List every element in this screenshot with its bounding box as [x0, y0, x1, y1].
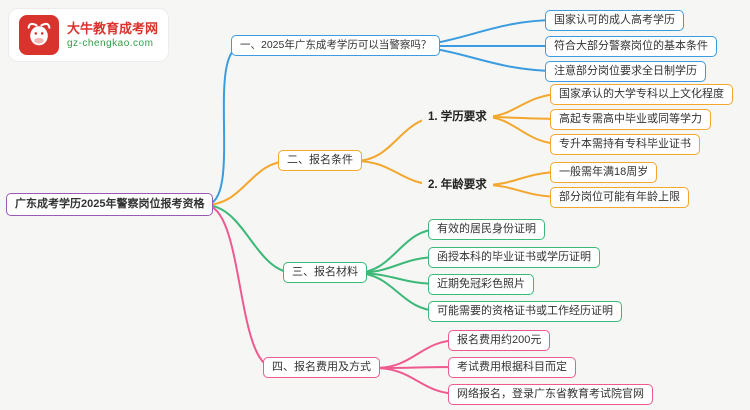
- branch2-sub1-leaf-3: 专升本需持有专科毕业证书: [550, 134, 700, 155]
- branch1-leaf-2: 符合大部分警察岗位的基本条件: [545, 36, 717, 57]
- branch2-sub2-leaf-2: 部分岗位可能有年龄上限: [550, 187, 689, 208]
- branch3-leaf-3: 近期免冠彩色照片: [428, 274, 534, 295]
- branch2-sub1-leaf-2: 高起专需高中毕业或同等学力: [550, 109, 711, 130]
- branch3-node: 三、报名材料: [283, 262, 367, 283]
- branch2-sub2-leaf-1: 一般需年满18周岁: [550, 162, 658, 183]
- branch4-leaf-2: 考试费用根据科目而定: [448, 357, 576, 378]
- branch4-leaf-3: 网络报名，登录广东省教育考试院官网: [448, 384, 653, 405]
- branch4-leaf-1: 报名费用约200元: [448, 330, 551, 351]
- branch2-node: 二、报名条件: [278, 150, 362, 171]
- site-logo: 大牛教育成考网 gz-chengkao.com: [8, 8, 170, 62]
- branch2-sub1-leaf-1: 国家承认的大学专科以上文化程度: [550, 84, 733, 105]
- branch3-leaf-4: 可能需要的资格证书或工作经历证明: [428, 301, 622, 322]
- root-node: 广东成考学历2025年警察岗位报考资格: [6, 193, 214, 216]
- logo-title: 大牛教育成考网: [67, 21, 159, 36]
- branch1-node: 一、2025年广东成考学历可以当警察吗？: [231, 35, 441, 56]
- logo-subtitle: gz-chengkao.com: [67, 38, 154, 49]
- branch1-leaf-3: 注意部分岗位要求全日制学历: [545, 61, 706, 82]
- branch4-node: 四、报名费用及方式: [263, 357, 380, 378]
- branch2-sub1-node: 1. 学历要求: [422, 106, 493, 126]
- logo-text: 大牛教育成考网 gz-chengkao.com: [67, 20, 158, 50]
- branch2-sub2-node: 2. 年龄要求: [422, 174, 493, 194]
- branch1-leaf-1: 国家认可的成人高考学历: [545, 10, 684, 31]
- bull-icon: [19, 15, 59, 55]
- branch3-leaf-2: 函授本科的毕业证书或学历证明: [428, 247, 600, 268]
- branch3-leaf-1: 有效的居民身份证明: [428, 219, 545, 240]
